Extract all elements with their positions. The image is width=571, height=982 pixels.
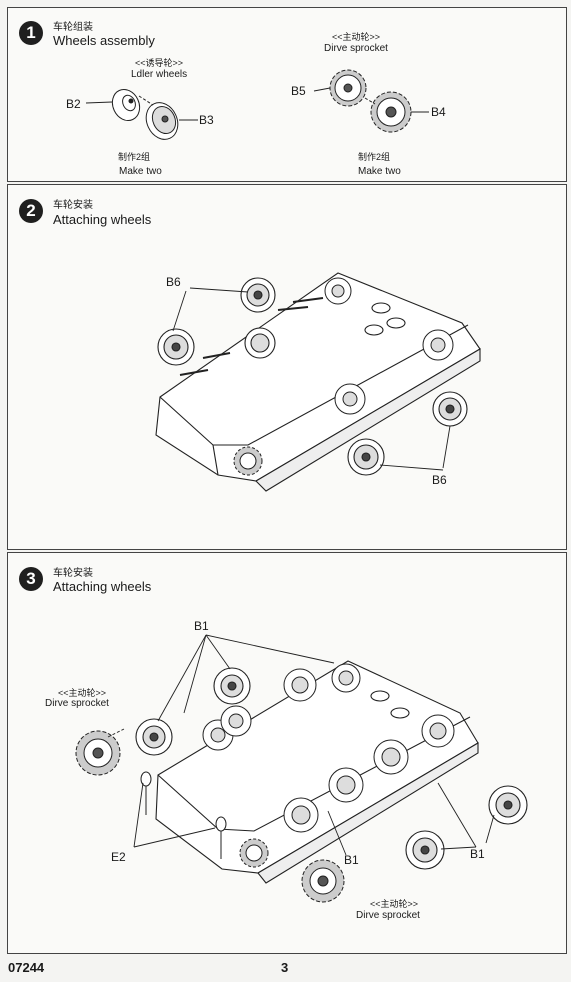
sprocket-label-en-right: Dirve sprocket <box>356 910 420 921</box>
part-b3-label: B3 <box>199 113 214 127</box>
sprocket-b4 <box>370 91 412 133</box>
mounted-wheels <box>233 277 454 476</box>
part-leaders <box>107 634 495 856</box>
sprocket-assembly-line <box>364 97 376 105</box>
idler-wheel-b3 <box>145 102 179 140</box>
part-b1-label-top: B1 <box>194 619 209 633</box>
part-b6-label-bottom: B6 <box>432 473 447 487</box>
make-two-en-right: Make two <box>358 166 401 177</box>
step-3-illustration <box>75 634 528 903</box>
step-2-panel: 2 车轮安装 Attaching wheels <box>7 184 567 550</box>
part-e2-label: E2 <box>111 850 126 864</box>
step-3-number: 3 <box>19 567 43 591</box>
drive-sprockets <box>75 730 345 903</box>
step-1-illustration <box>85 69 429 140</box>
sprocket-label-en: Dirve sprocket <box>324 43 388 54</box>
step-1-number: 1 <box>19 21 43 45</box>
idler-assembly-line <box>138 95 154 106</box>
sprocket-label-cn: <<主动轮>> <box>332 32 381 42</box>
sprocket-b5 <box>329 69 367 107</box>
part-b1-label-right: B1 <box>470 847 485 861</box>
step-2-title-en: Attaching wheels <box>53 212 152 227</box>
part-b4-label: B4 <box>431 105 446 119</box>
part-b6-label-top: B6 <box>166 275 181 289</box>
make-two-en-left: Make two <box>119 166 162 177</box>
make-two-cn-left: 制作2组 <box>118 152 151 162</box>
step-1-title-cn: 车轮组装 <box>53 22 93 33</box>
e2-brackets <box>140 771 227 859</box>
part-b2-label: B2 <box>66 97 81 111</box>
b6-road-wheels <box>157 277 468 476</box>
b6-leaders <box>172 287 451 471</box>
step-3-panel: 3 车轮安装 Attaching wheels <box>7 552 567 954</box>
kit-code: 07244 <box>8 960 45 975</box>
page-number: 3 <box>281 960 289 975</box>
sprocket-label-cn-left: <<主动轮>> <box>58 688 107 698</box>
b2-leader <box>85 101 113 104</box>
b1-road-wheels <box>135 667 528 870</box>
b5-leader <box>313 87 331 92</box>
step-1-title-en: Wheels assembly <box>53 33 155 48</box>
idler-label-en: Ldler wheels <box>131 69 188 80</box>
step-1-panel: 1 车轮组装 Wheels assembly <box>7 7 567 182</box>
idler-label-cn: <<诱导轮>> <box>135 58 184 68</box>
step-3-title-en: Attaching wheels <box>53 579 152 594</box>
part-b5-label: B5 <box>291 84 306 98</box>
make-two-cn-right: 制作2组 <box>358 152 391 162</box>
idler-wheel-b2 <box>111 88 141 122</box>
step-2-illustration <box>155 272 481 492</box>
part-b1-label-middle: B1 <box>344 853 359 867</box>
mounted-wheels <box>202 663 455 868</box>
step-2-number: 2 <box>19 199 43 223</box>
step-3-title-cn: 车轮安装 <box>53 568 93 579</box>
axles <box>179 297 324 376</box>
sprocket-label-cn-right: <<主动轮>> <box>370 899 419 909</box>
sprocket-label-en-left: Dirve sprocket <box>45 698 109 709</box>
step-2-title-cn: 车轮安装 <box>53 200 93 211</box>
lower-hull <box>155 660 479 884</box>
lower-hull <box>155 272 481 492</box>
